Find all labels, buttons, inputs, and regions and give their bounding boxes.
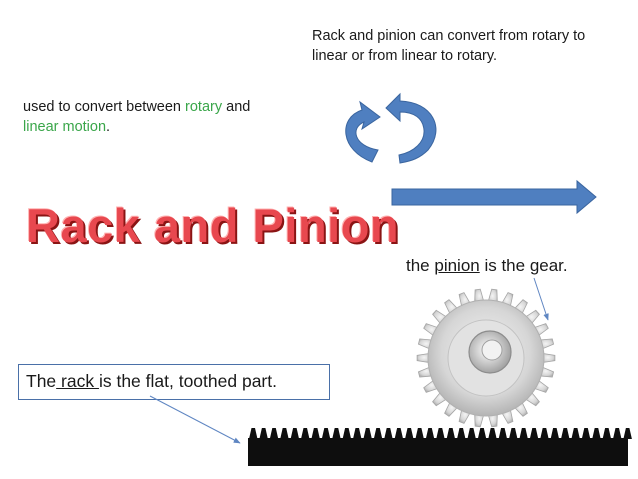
usage-note: used to convert between rotary and linear…: [23, 97, 313, 137]
gear-icon: [416, 288, 556, 428]
linear-word: linear motion: [23, 119, 107, 135]
linear-arrow-icon: [391, 179, 597, 215]
pinion-pointer-arrow: [533, 277, 549, 321]
usage-suffix: .: [106, 119, 111, 135]
rack-pointer-arrow: [149, 395, 241, 444]
pinion-note: the pinion is the gear.: [406, 256, 568, 276]
usage-prefix: used to convert between: [23, 99, 186, 115]
pinion-prefix: the: [406, 256, 435, 275]
rack-icon: [248, 428, 632, 466]
rotary-word: rotary: [185, 99, 223, 115]
rack-word: rack: [56, 371, 99, 391]
pinion-word: pinion: [434, 256, 480, 275]
rack-prefix: The: [26, 371, 57, 391]
pinion-suffix: is the gear.: [479, 256, 568, 275]
rack-note-box: The rack is the flat, toothed part.: [18, 364, 330, 400]
rack-suffix: is the flat, toothed part.: [98, 371, 277, 391]
usage-and: and: [222, 99, 251, 115]
rotary-linear-note: Rack and pinion can convert from rotary …: [312, 28, 586, 64]
slide-title: Rack and Pinion: [26, 199, 400, 252]
rotary-arrows-icon: [345, 92, 437, 164]
